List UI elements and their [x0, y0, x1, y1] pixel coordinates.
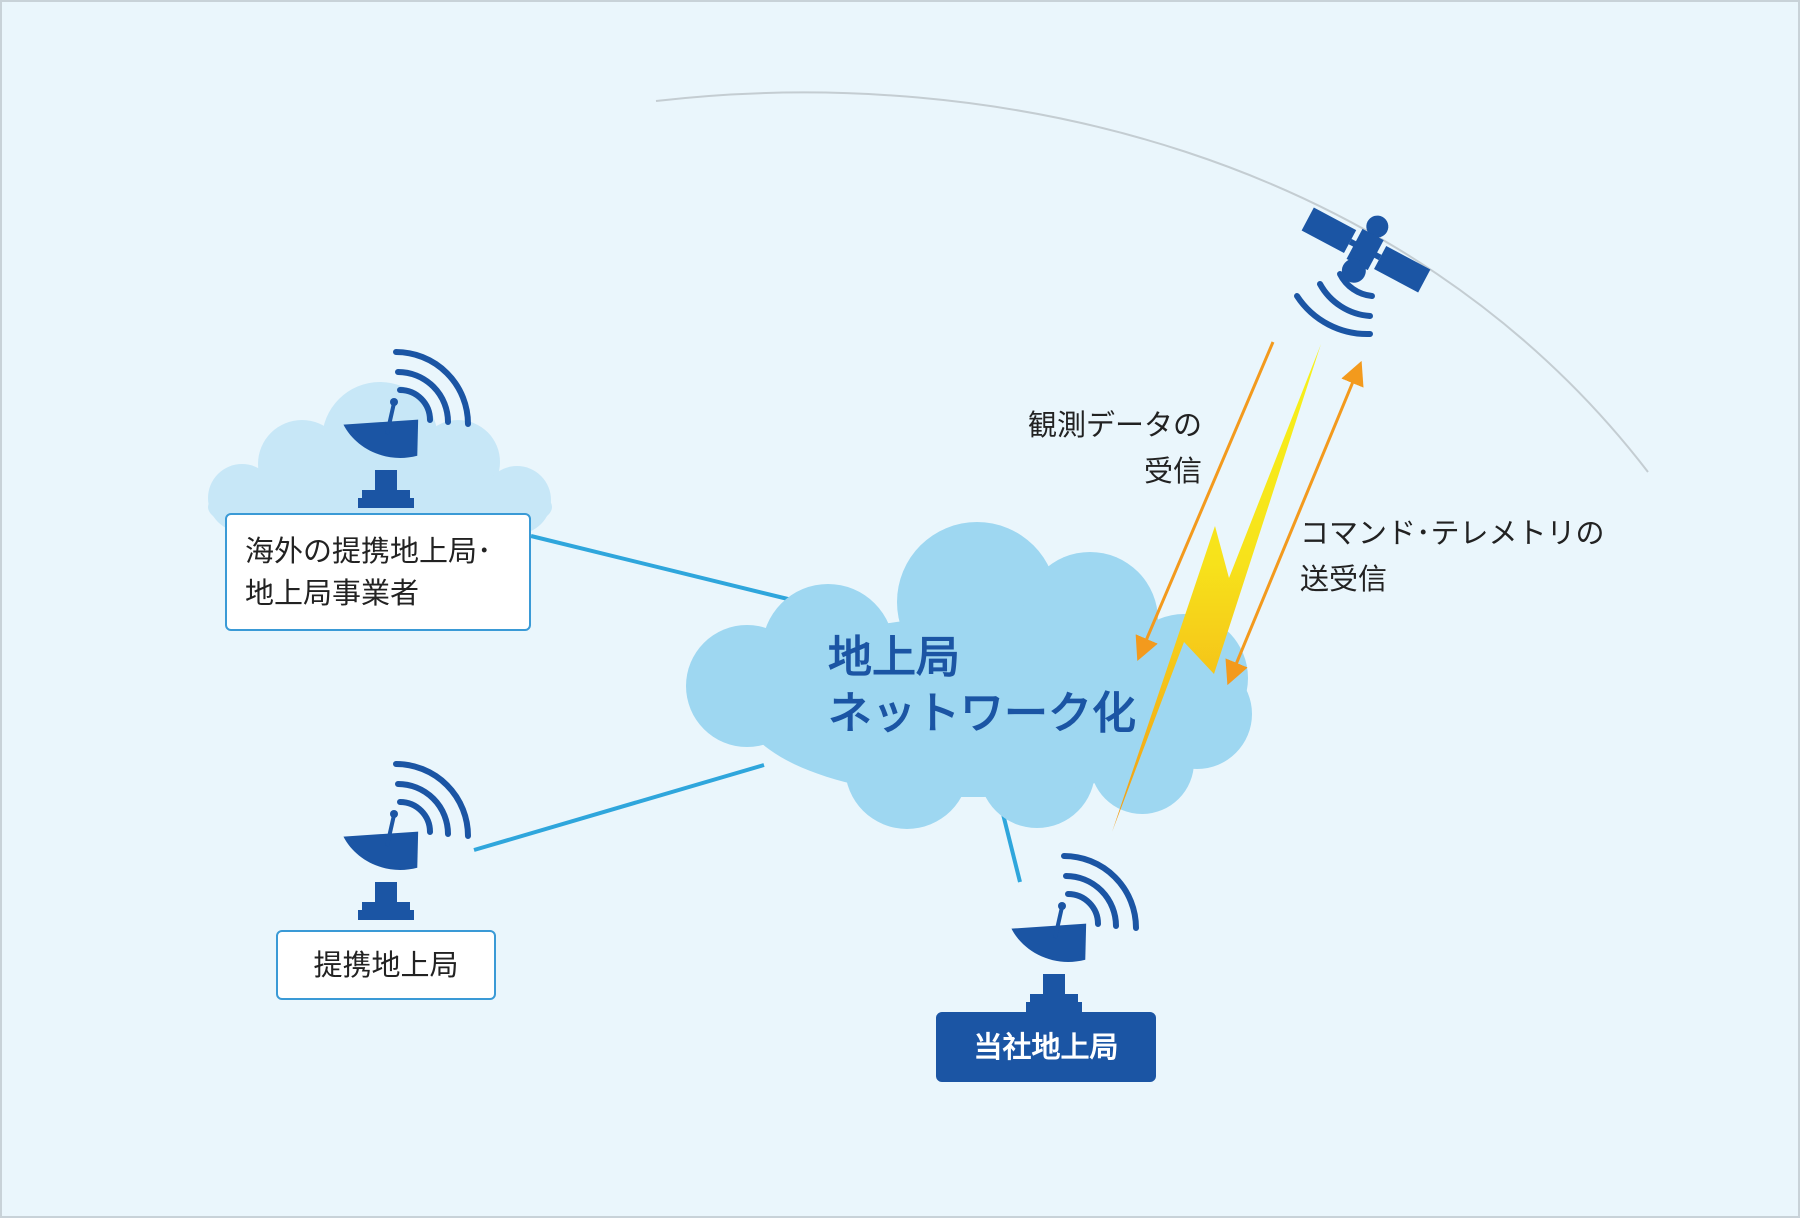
- observation-link-label: 観測データの 受信: [1002, 402, 1202, 494]
- overseas-station-line2: 地上局事業者: [245, 576, 420, 610]
- overseas-station-line1: 海外の提携地上局･: [245, 534, 492, 568]
- command-link-line1: コマンド･テレメトリの: [1300, 516, 1605, 550]
- partner-station-box: 提携地上局: [276, 930, 496, 1000]
- connector-partner: [473, 763, 765, 852]
- observation-link-line1: 観測データの: [1027, 408, 1202, 442]
- signal-waves-icon: [1294, 271, 1375, 338]
- network-cloud-title: 地上局 ネットワーク化: [828, 630, 1136, 742]
- own-station-label: 当社地上局: [973, 1030, 1119, 1064]
- command-link-label: コマンド･テレメトリの 送受信: [1300, 510, 1605, 602]
- partner-station-label: 提携地上局: [313, 948, 459, 982]
- parabolic-antenna-icon: [343, 764, 468, 920]
- command-link-line2: 送受信: [1300, 562, 1388, 596]
- lightning-icon: [1112, 344, 1321, 832]
- orbit-arc: [655, 91, 1649, 473]
- overseas-station-box: 海外の提携地上局･ 地上局事業者: [225, 513, 531, 631]
- connector-overseas: [530, 534, 793, 602]
- arrow-command-bidirectional: [1225, 360, 1364, 686]
- own-station-box: 当社地上局: [936, 1012, 1156, 1082]
- observation-link-line2: 受信: [1143, 454, 1202, 488]
- connector-own: [1000, 809, 1022, 883]
- network-cloud: [686, 522, 1252, 829]
- network-cloud-line1: 地上局: [828, 632, 960, 683]
- parabolic-antenna-icon: [1011, 856, 1136, 1012]
- network-cloud-line2: ネットワーク化: [828, 688, 1136, 739]
- satellite-icon: [1301, 207, 1431, 293]
